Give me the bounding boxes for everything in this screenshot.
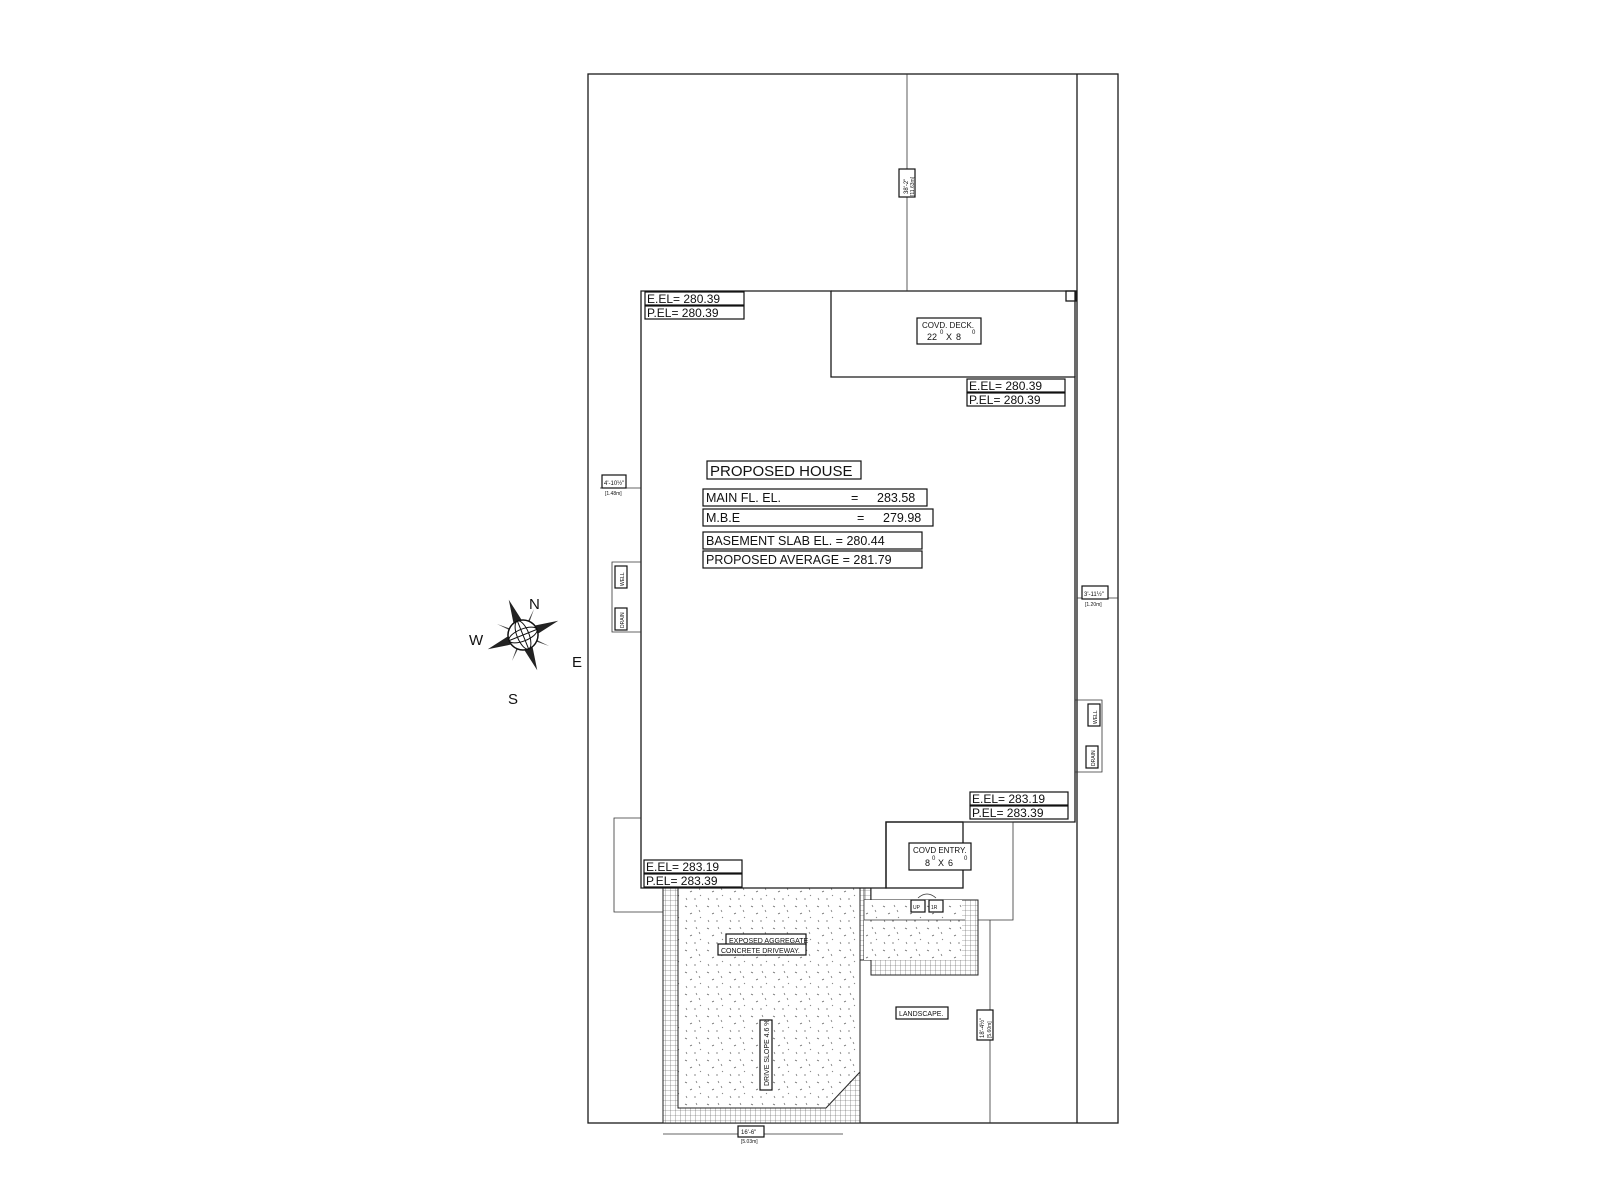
mbe-value: 279.98 <box>883 511 921 525</box>
west-well-box <box>614 565 628 589</box>
landscape-label: LANDSCAPE. <box>899 1011 943 1018</box>
walkway-aggregate <box>864 900 962 960</box>
svg-text:[5.60m]: [5.60m] <box>987 1021 993 1038</box>
proposed-average: PROPOSED AVERAGE = 281.79 <box>706 553 892 567</box>
svg-text:[1.48m]: [1.48m] <box>605 491 622 497</box>
compass-rose-icon <box>487 599 559 671</box>
sw-existing-elevation: E.EL= 283.19 <box>646 860 719 874</box>
main-floor-label: MAIN FL. EL. <box>706 491 781 505</box>
svg-text:0: 0 <box>940 330 944 336</box>
compass-south: S <box>508 691 518 708</box>
basement-slab: BASEMENT SLAB EL. = 280.44 <box>706 534 885 548</box>
rear-setback-dim-box <box>898 168 916 198</box>
east-well-box <box>1087 703 1101 727</box>
west-drain-box <box>614 607 628 631</box>
entry-label: COVD ENTRY. <box>913 846 967 855</box>
west-setback-dim-box <box>601 474 627 489</box>
se-proposed-elevation: P.EL= 283.39 <box>972 806 1044 820</box>
entry-depth: 6 <box>948 858 953 868</box>
svg-text:X: X <box>938 858 944 868</box>
mbe-eq: = <box>857 511 864 525</box>
svg-text:0: 0 <box>932 856 936 862</box>
house-title: PROPOSED HOUSE <box>710 463 853 480</box>
svg-text:0: 0 <box>972 330 976 336</box>
svg-text:UP: UP <box>913 905 921 911</box>
west-well-outline <box>611 561 641 633</box>
sw-proposed-elevation: P.EL= 283.39 <box>646 874 718 888</box>
nw-existing-elevation: E.EL= 280.39 <box>647 292 720 306</box>
deck-depth: 8 <box>956 332 961 342</box>
driveway-label-2: CONCRETE DRIVEWAY. <box>721 948 800 955</box>
rear-setback-dim: 38'-2" <box>904 179 910 194</box>
west-well-label: WELL <box>620 572 626 586</box>
front-setback-dim-box <box>976 1009 994 1041</box>
svg-text:X: X <box>946 332 952 342</box>
west-setback-dim: 4'-10½" <box>604 480 624 487</box>
west-drain-label: DRAIN <box>620 612 626 628</box>
proposed-house-outline <box>640 290 1076 889</box>
compass-north: N <box>529 596 540 613</box>
drive-slope-label: DRIVE SLOPE 4.6 % <box>764 1019 771 1086</box>
east-well-label: WELL <box>1093 710 1099 724</box>
east-setback-dim-box <box>1081 585 1109 600</box>
compass-west: W <box>469 632 484 649</box>
compass-east: E <box>572 654 582 671</box>
ne-existing-elevation: E.EL= 280.39 <box>969 379 1042 393</box>
deck-label: COVD. DECK. <box>922 321 974 330</box>
east-drain-label: DRAIN <box>1091 750 1097 766</box>
mbe-label: M.B.E <box>706 511 740 525</box>
driveway-label-1: EXPOSED AGGREGATE <box>729 938 809 945</box>
main-floor-eq: = <box>851 491 858 505</box>
east-drain-box <box>1085 745 1099 769</box>
drive-width-dim-box <box>737 1125 765 1138</box>
east-setback-dim: 3'-11½" <box>1084 591 1104 598</box>
svg-text:[1.20m]: [1.20m] <box>1085 602 1102 608</box>
svg-text:1R: 1R <box>931 905 938 911</box>
ne-proposed-elevation: P.EL= 280.39 <box>969 393 1041 407</box>
nw-proposed-elevation: P.EL= 280.39 <box>647 306 719 320</box>
deck-width: 22 <box>927 332 937 342</box>
svg-text:[5.03m]: [5.03m] <box>741 1139 758 1145</box>
drive-width-dim: 16'-6" <box>741 1130 756 1136</box>
svg-text:[11.63m]: [11.63m] <box>910 176 916 196</box>
east-well-outline <box>1075 699 1103 773</box>
front-setback-dim: 18'-4½" <box>979 1018 986 1038</box>
se-existing-elevation: E.EL= 283.19 <box>972 792 1045 806</box>
entry-width: 8 <box>925 858 930 868</box>
svg-text:0: 0 <box>964 856 968 862</box>
main-floor-value: 283.58 <box>877 491 915 505</box>
